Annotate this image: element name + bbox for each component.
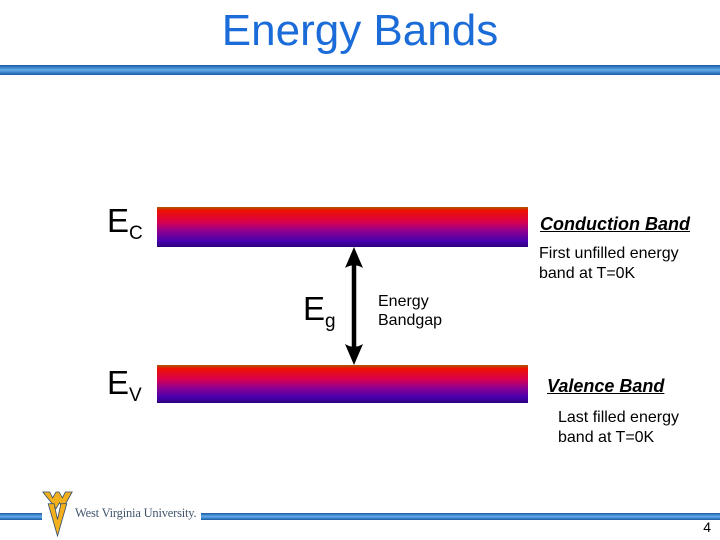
conduction-band-description: First unfilled energy band at T=0K	[539, 244, 679, 284]
eg-subscript: g	[325, 311, 336, 332]
valence-band-bar	[157, 365, 528, 403]
ev-symbol: E	[107, 364, 130, 401]
conduction-band-title: Conduction Band	[540, 214, 690, 234]
valence-band-title: Valence Band	[547, 376, 665, 396]
title-divider-rule	[0, 65, 720, 75]
page-title: Energy Bands	[221, 6, 499, 55]
bandgap-energy-label: Eg	[303, 290, 336, 341]
ec-symbol: E	[107, 202, 130, 239]
ev-subscript: V	[129, 385, 142, 406]
page-number: 4	[703, 519, 711, 535]
conduction-desc-line-2: band at T=0K	[539, 265, 636, 282]
conduction-desc-line-1: First unfilled energy	[539, 245, 679, 262]
wvu-logo: West Virginia University.	[42, 488, 202, 538]
conduction-band-bar	[157, 207, 528, 247]
footer-rule	[0, 513, 720, 520]
bandgap-label-line-2: Bandgap	[378, 312, 443, 329]
valence-desc-line-1: Last filled energy	[558, 409, 679, 426]
ec-subscript: C	[129, 223, 143, 244]
eg-symbol: E	[303, 290, 326, 327]
bandgap-double-arrow-icon	[345, 247, 363, 365]
bandgap-label-line-1: Energy	[378, 293, 429, 310]
valence-desc-line-2: band at T=0K	[558, 429, 655, 446]
flying-wv-icon	[42, 491, 73, 537]
wvu-wordmark: West Virginia University.	[75, 505, 197, 520]
valence-energy-level-label: EV	[107, 364, 142, 415]
bandgap-text-label: Energy Bandgap	[378, 292, 442, 330]
conduction-energy-level-label: EC	[107, 202, 143, 253]
valence-band-description: Last filled energy band at T=0K	[558, 408, 679, 448]
